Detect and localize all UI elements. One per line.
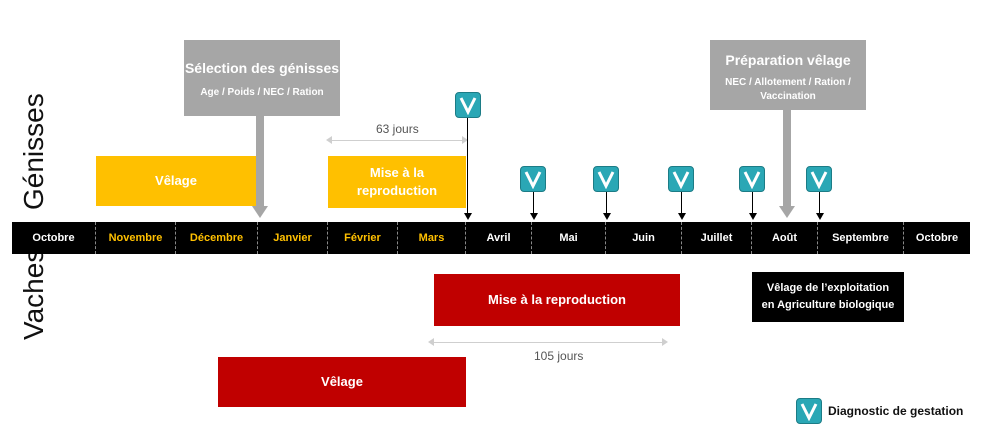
check-v-icon bbox=[597, 171, 615, 189]
diagnostic-tick-head-6 bbox=[816, 213, 824, 220]
month-aout: Août bbox=[752, 222, 818, 254]
preparation-title: Préparation vêlage bbox=[725, 52, 851, 68]
month-juillet: Juillet bbox=[682, 222, 752, 254]
check-v-icon bbox=[524, 171, 542, 189]
genisses-repro-period: Mise à la reproduction bbox=[328, 156, 466, 208]
selection-subtitle: Age / Poids / NEC / Ration bbox=[200, 87, 324, 98]
diagnostic-tick-3 bbox=[606, 192, 607, 214]
diagnostic-tick-head-4 bbox=[678, 213, 686, 220]
bio-box-line1: Vêlage de l’exploitation bbox=[766, 282, 890, 294]
preparation-arrow-head bbox=[779, 206, 795, 218]
legend-badge bbox=[796, 398, 822, 424]
check-v-icon bbox=[743, 171, 761, 189]
diagnostic-badge-6 bbox=[806, 166, 832, 192]
month-septembre: Septembre bbox=[818, 222, 904, 254]
genisses-duration-arrow-left bbox=[326, 136, 332, 144]
vaches-duration-arrow-left bbox=[428, 338, 434, 346]
diagnostic-tick-head-3 bbox=[603, 213, 611, 220]
check-v-icon bbox=[459, 97, 477, 115]
bio-box-line2: en Agriculture biologique bbox=[761, 299, 895, 311]
month-octobre-end: Octobre bbox=[915, 232, 959, 244]
vaches-repro-period: Mise à la reproduction bbox=[434, 274, 680, 326]
month-timeline: Octobre Novembre Décembre Janvier Févrie… bbox=[12, 222, 970, 254]
diagnostic-tick-6 bbox=[819, 192, 820, 214]
preparation-subtitle-line2: Vaccination bbox=[760, 91, 816, 102]
preparation-subtitle-line1: NEC / Allotement / Ration / bbox=[725, 77, 851, 88]
genisses-repro-line2: reproduction bbox=[356, 183, 438, 198]
diagnostic-badge-4 bbox=[668, 166, 694, 192]
month-avril: Avril bbox=[466, 222, 532, 254]
diagnostic-badge-1 bbox=[455, 92, 481, 118]
genisses-duration-line bbox=[328, 140, 466, 141]
vaches-velage-period: Vêlage bbox=[218, 357, 466, 407]
month-fevrier: Février bbox=[328, 222, 398, 254]
diagnostic-tick-5 bbox=[752, 192, 753, 214]
month-mai: Mai bbox=[532, 222, 606, 254]
bio-velage-box: Vêlage de l’exploitation en Agriculture … bbox=[752, 272, 904, 322]
vaches-duration-arrow-right bbox=[662, 338, 668, 346]
diagnostic-tick-2 bbox=[533, 192, 534, 214]
selection-arrow-stem bbox=[256, 116, 264, 208]
row-label-vaches: Vaches bbox=[18, 248, 49, 340]
diagnostic-tick-4 bbox=[681, 192, 682, 214]
check-v-icon bbox=[672, 171, 690, 189]
selection-arrow-head bbox=[252, 206, 268, 218]
month-mars: Mars bbox=[398, 222, 466, 254]
genisses-velage-period: Vêlage bbox=[96, 156, 256, 206]
preparation-arrow-stem bbox=[783, 110, 791, 208]
vaches-duration-line bbox=[430, 342, 666, 343]
diagnostic-badge-3 bbox=[593, 166, 619, 192]
month-octobre-start: Octobre bbox=[12, 222, 96, 254]
month-novembre: Novembre bbox=[96, 222, 176, 254]
row-label-genisses: Génisses bbox=[18, 93, 49, 210]
month-decembre: Décembre bbox=[176, 222, 258, 254]
genisses-duration-arrow-right bbox=[462, 136, 468, 144]
check-v-icon bbox=[800, 403, 818, 421]
selection-title: Sélection des génisses bbox=[184, 60, 340, 76]
diagnostic-tick-1 bbox=[467, 118, 468, 214]
genisses-repro-line1: Mise à la bbox=[369, 165, 425, 180]
legend-label: Diagnostic de gestation bbox=[828, 404, 964, 418]
diagnostic-badge-5 bbox=[739, 166, 765, 192]
diagnostic-tick-head-1 bbox=[464, 213, 472, 220]
diagnostic-tick-head-2 bbox=[530, 213, 538, 220]
diagnostic-badge-2 bbox=[520, 166, 546, 192]
month-janvier: Janvier bbox=[258, 222, 328, 254]
preparation-callout: Préparation vêlage NEC / Allotement / Ra… bbox=[710, 40, 866, 110]
vaches-duration: 105 jours bbox=[534, 349, 584, 363]
genisses-duration: 63 jours bbox=[376, 122, 419, 136]
selection-callout: Sélection des génisses Age / Poids / NEC… bbox=[184, 40, 340, 116]
check-v-icon bbox=[810, 171, 828, 189]
month-juin: Juin bbox=[606, 222, 682, 254]
diagnostic-tick-head-5 bbox=[749, 213, 757, 220]
